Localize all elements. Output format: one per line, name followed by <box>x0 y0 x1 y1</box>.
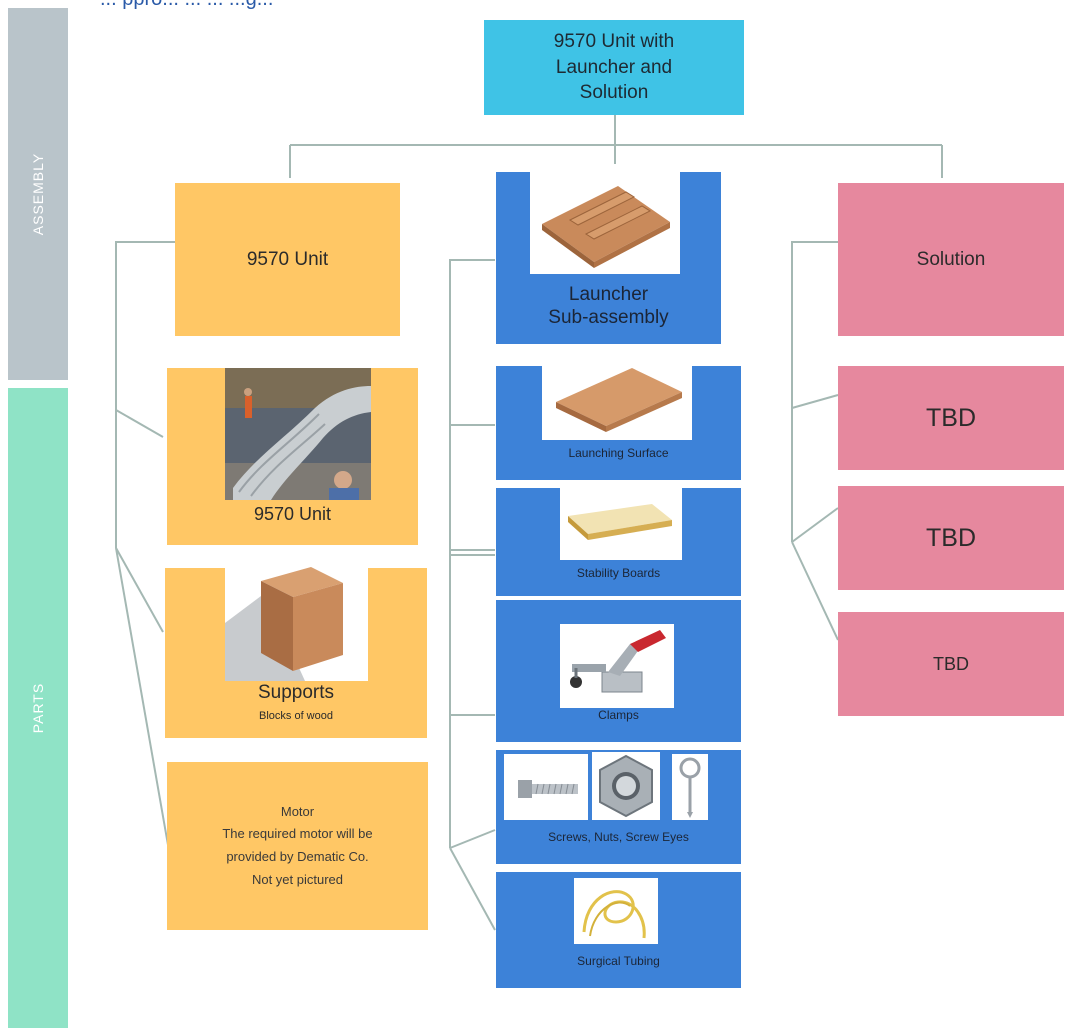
solution-vertical-connector <box>791 241 838 542</box>
unit-to-motor-connector <box>115 547 169 846</box>
screw-eye-icon <box>672 754 708 820</box>
root-node-label: 9570 Unit with Launcher and Solution <box>553 31 675 104</box>
launcher-to-tubing-connector <box>449 847 496 931</box>
tubing-icon <box>574 878 658 944</box>
header-clip-text: ... ppro... ... ... ...g... <box>100 0 273 11</box>
unit-part-conveyor: 9570 Unit <box>167 368 418 545</box>
motor-line-1: Motor <box>280 803 315 819</box>
root-node: 9570 Unit with Launcher and Solution <box>484 20 744 115</box>
conveyor-photo <box>225 368 371 500</box>
unit-part-supports-label: Supports <box>257 682 335 703</box>
unit-vertical-connector <box>115 241 175 548</box>
solution-to-tbd1-connector <box>791 394 839 409</box>
unit-part-supports-sublabel: Blocks of wood <box>259 710 333 722</box>
launcher-part-clamps-label: Clamps <box>598 708 639 722</box>
launching-surface-icon <box>542 352 692 440</box>
solution-to-tbd3-connector <box>791 541 839 641</box>
launcher-to-screws-connector <box>449 829 496 849</box>
assembly-unit-label: 9570 Unit <box>246 248 329 270</box>
assembly-launcher-label-line1: Launcher <box>568 284 649 305</box>
solution-part-tbd-3-label: TBD <box>933 653 969 674</box>
launcher-vertical-connector <box>449 259 495 848</box>
assembly-solution-label: Solution <box>916 248 986 270</box>
motor-line-2: The required motor will be <box>222 826 373 842</box>
launcher-part-boards: Stability Boards <box>496 488 741 596</box>
launcher-part-surface: Launching Surface <box>496 352 741 480</box>
parts-band: PARTS <box>8 388 68 1028</box>
launcher-part-clamps: Clamps <box>496 600 741 742</box>
solution-part-tbd-1-label: TBD <box>926 403 976 432</box>
launcher-part-tubing-label: Surgical Tubing <box>577 954 660 968</box>
launcher-part-fasteners: Screws, Nuts, Screw Eyes <box>496 750 741 864</box>
launcher-part-boards-label: Stability Boards <box>576 566 661 580</box>
assembly-band: ASSEMBLY <box>8 8 68 380</box>
launcher-part-tubing: Surgical Tubing <box>496 872 741 988</box>
screw-icon <box>504 754 588 820</box>
launcher-part-fasteners-label: Screws, Nuts, Screw Eyes <box>548 830 689 844</box>
stability-board-icon <box>560 488 682 560</box>
solution-part-tbd-2-label: TBD <box>926 523 976 552</box>
motor-line-3: provided by Dematic Co. <box>226 849 369 864</box>
launcher-part-surface-label: Launching Surface <box>568 446 669 460</box>
solution-part-tbd-3: TBD <box>838 612 1064 716</box>
assembly-launcher-node: Launcher Sub-assembly <box>496 164 721 344</box>
assembly-unit-node: 9570 Unit <box>175 183 400 336</box>
motor-line-4: Not yet pictured <box>251 871 344 887</box>
unit-to-supports-connector <box>115 547 164 633</box>
clamp-icon <box>560 624 674 708</box>
launcher-subassembly-image <box>530 164 680 274</box>
wood-block-icon <box>225 553 368 681</box>
unit-part-supports: Supports Blocks of wood <box>165 553 427 738</box>
assembly-launcher-label-line2: Sub-assembly <box>548 306 669 328</box>
nut-icon <box>592 752 660 820</box>
solution-part-tbd-2: TBD <box>838 486 1064 590</box>
unit-to-photo-connector <box>115 409 164 438</box>
solution-to-tbd2-connector <box>791 507 839 543</box>
solution-part-tbd-1: TBD <box>838 366 1064 470</box>
unit-part-motor: Motor The required motor will be provide… <box>167 762 428 930</box>
unit-part-conveyor-label: 9570 Unit <box>253 504 332 524</box>
assembly-solution-node: Solution <box>838 183 1064 336</box>
